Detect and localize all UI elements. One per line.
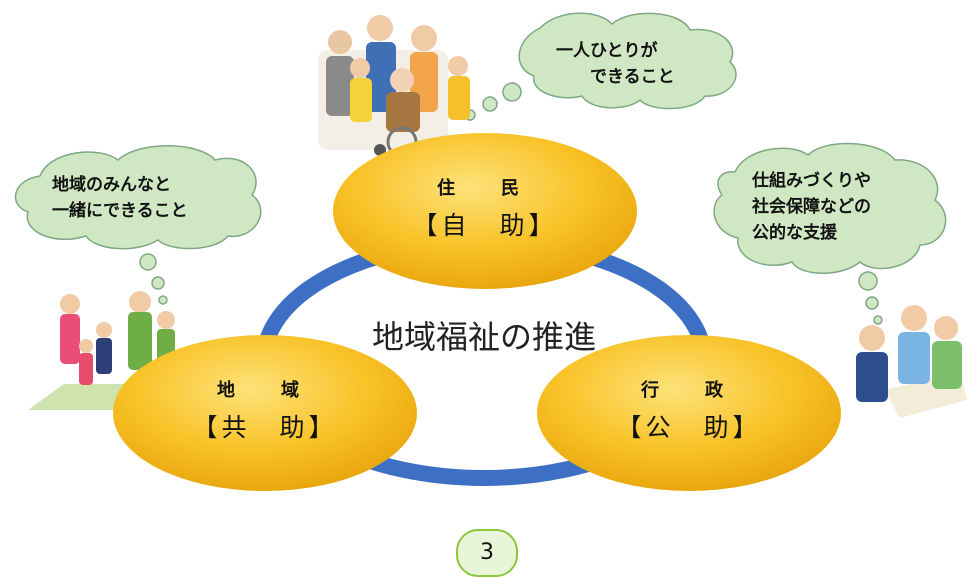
node-resident: 住 民 【自 助】: [333, 166, 637, 256]
node-government-role: 【公 助】: [616, 413, 762, 442]
node-resident-name: 住 民: [437, 178, 533, 199]
bubble-government-shape: [713, 142, 947, 325]
bubble-government-text: 仕組みづくりや 社会保障などの 公的な支援: [752, 171, 871, 243]
node-resident-shape: [333, 133, 637, 289]
government-illustration: [856, 305, 967, 418]
bubble-community-text: 地域のみんなと 一緒にできること: [52, 175, 188, 221]
node-community: 地 域 【共 助】: [113, 368, 417, 458]
node-resident-role: 【自 助】: [412, 211, 558, 240]
node-community-shape: [113, 335, 417, 491]
bubble-community-shape: [14, 145, 262, 305]
bubble-resident-text: 一人ひとりが できること: [556, 41, 675, 87]
node-government: 行 政 【公 助】: [537, 368, 841, 458]
node-government-shape: [537, 335, 841, 491]
bubble-resident-shape: [464, 12, 737, 121]
page-number: 3: [456, 529, 518, 577]
center-label: 地域福祉の推進: [372, 318, 597, 356]
node-community-role: 【共 助】: [192, 413, 338, 442]
family-illustration: [318, 15, 470, 158]
node-government-name: 行 政: [641, 380, 737, 401]
node-community-name: 地 域: [217, 380, 313, 401]
